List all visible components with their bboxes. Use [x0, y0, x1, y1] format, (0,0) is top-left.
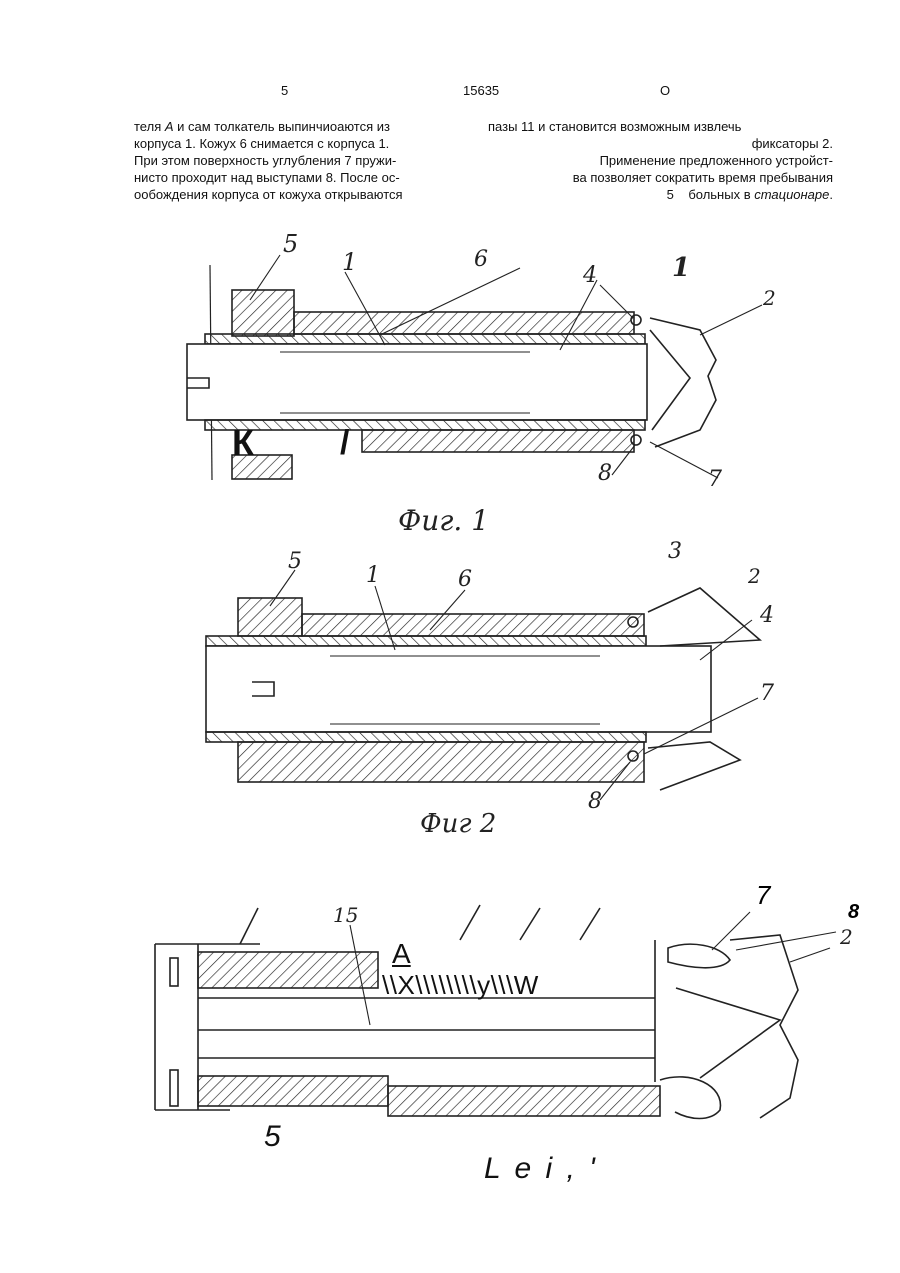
leader-stroke — [580, 908, 600, 940]
leader-line — [790, 948, 830, 962]
label-2: 2 — [747, 564, 761, 588]
figure-1-caption: Фиг. 1 — [398, 504, 489, 537]
fixator-wedge — [650, 330, 690, 430]
ocr-artifact-a: A — [392, 938, 411, 970]
body-bottom-wall — [205, 420, 645, 430]
leader-line — [700, 305, 762, 335]
leader-stroke — [460, 905, 480, 940]
sleeve-top — [302, 614, 644, 636]
leader-line — [736, 932, 836, 950]
bore — [187, 344, 647, 420]
label-8: 8 — [598, 461, 612, 486]
label-7: 7 — [760, 681, 774, 706]
label-8: 8 — [848, 901, 860, 923]
ocr-artifact-5: 5 — [264, 1120, 281, 1154]
leader-line — [700, 620, 752, 660]
sleeve-top — [198, 952, 378, 988]
label-3: 3 — [668, 539, 682, 564]
fixator-wedge — [676, 988, 780, 1078]
label-2: 2 — [839, 925, 853, 949]
fixator-top — [648, 588, 760, 646]
fixator-outline — [730, 935, 798, 1118]
ocr-artifact-slash: / — [340, 424, 349, 463]
label-5: 5 — [288, 549, 302, 574]
sleeve-bottom-right — [388, 1086, 660, 1116]
label-7: 7 — [708, 467, 722, 492]
figure-2-caption: Фиг 2 — [420, 809, 496, 839]
figure-3 — [155, 905, 836, 1119]
end-cap — [170, 958, 178, 986]
figure-1 — [187, 255, 762, 480]
sleeve-bottom — [362, 430, 634, 452]
hook-top — [668, 944, 730, 968]
label-5: 5 — [283, 230, 298, 258]
figure-2 — [206, 570, 760, 800]
ocr-artifact-line: \\X\\\\\\\\y\\\W — [382, 970, 539, 1001]
nut-part — [238, 598, 302, 636]
body-bottom-wall — [206, 732, 646, 742]
hook-bottom — [660, 1077, 720, 1119]
end-cap — [170, 1070, 178, 1106]
label-2: 2 — [762, 286, 776, 310]
fixator-outline — [650, 318, 716, 447]
leader-line — [712, 912, 750, 950]
figure-3-caption: L e i , ' — [484, 1152, 598, 1186]
label-7: 7 — [756, 880, 772, 910]
nut-part — [232, 290, 294, 336]
label-1: 1 — [342, 248, 357, 276]
bore — [206, 646, 711, 732]
ocr-artifact-k: К — [232, 422, 254, 464]
body-top-wall — [205, 334, 645, 344]
label-6: 6 — [458, 567, 472, 592]
sleeve-bottom-left — [198, 1076, 388, 1106]
label-6: 6 — [474, 247, 488, 272]
label-1: 1 — [672, 253, 690, 283]
label-15: 15 — [333, 903, 358, 927]
label-1: 1 — [366, 563, 380, 588]
leader-stroke — [240, 908, 258, 944]
leader-stroke — [520, 908, 540, 940]
label-4: 4 — [582, 263, 597, 288]
sleeve-bottom — [238, 742, 644, 782]
label-8: 8 — [588, 789, 602, 814]
sleeve-top — [294, 312, 634, 334]
label-4: 4 — [759, 603, 774, 628]
body-top-wall — [206, 636, 646, 646]
fixator-bottom — [648, 742, 740, 790]
